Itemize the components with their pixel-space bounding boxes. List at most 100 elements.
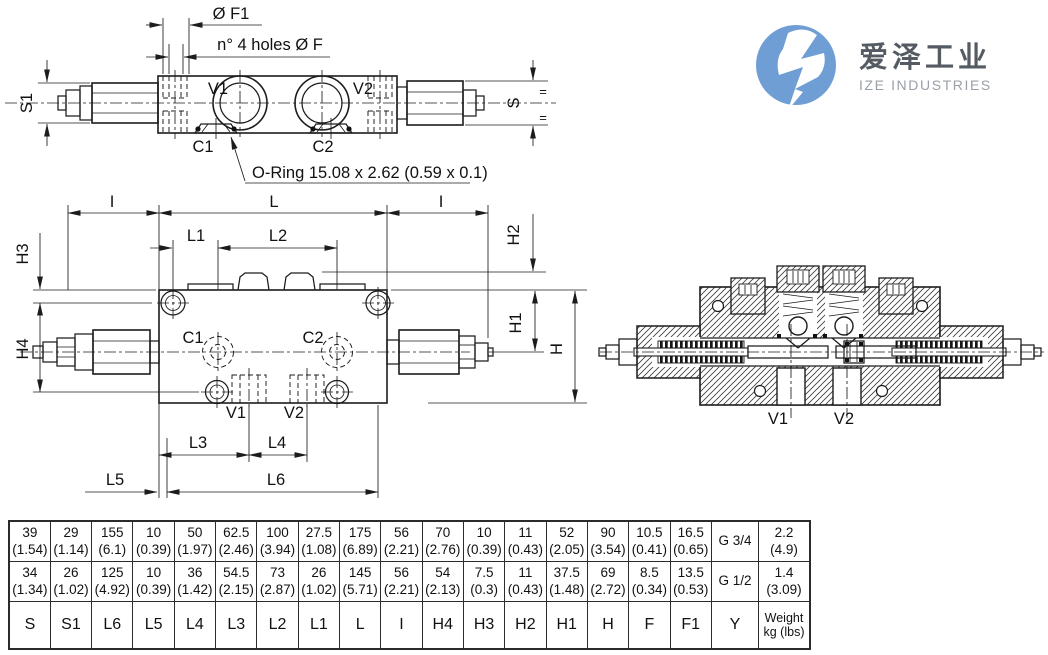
label-v2-section: V2 [834,410,854,428]
label-v1-front: V1 [226,404,246,422]
table-header-cell: Weight kg (lbs) [758,601,811,650]
label-h3: H3 [14,243,32,264]
port-v1-front [231,368,267,409]
table-cell: 2.2 (4.9) [758,520,811,562]
label-v1-top: V1 [208,80,228,98]
table-cell: 10 (0.39) [462,520,506,562]
table-header-cell: H2 [504,601,547,650]
oring-callout: O-Ring 15.08 x 2.62 (0.59 x 0.1) [230,136,488,184]
logo-chinese-name: 爱泽工业 [859,41,992,74]
label-c2-front: C2 [302,329,323,347]
mounting-holes-right [367,70,393,139]
table-cell: G 1/2 [711,561,759,602]
table-header-cell: L3 [215,601,258,650]
technical-drawing: V1 V2 C1 C2 Ø F1 n° 4 holes Ø F S1 S [5,5,1044,498]
table-header-cell: F [628,601,671,650]
port-v2-top [294,70,350,137]
label-v2-top: V2 [353,80,373,98]
table-cell: 1.4 (3.09) [758,561,811,602]
table-cell: 37.5 (1.48) [545,561,588,602]
table-cell: 11 (0.43) [504,520,547,562]
table-cell: 52 (2.05) [545,520,588,562]
table-header-cell: H4 [421,601,464,650]
table-cell: 7.5 (0.3) [462,561,506,602]
table-header-cell: S1 [49,601,93,650]
table-cell: 8.5 (0.34) [628,561,671,602]
table-cell: 54 (2.13) [421,561,464,602]
table-cell: 62.5 (2.46) [215,520,258,562]
table-header-cell: H [586,601,630,650]
label-l4: L4 [268,434,286,452]
label-equal-top: = [539,84,547,99]
label-s: S [505,97,523,108]
table-cell: 50 (1.97) [173,520,217,562]
table-header-cell: L5 [132,601,175,650]
table-cell: 39 (1.54) [8,520,51,562]
label-i-right: I [439,193,444,211]
top-view-body [157,75,398,134]
label-h2: H2 [505,224,523,245]
table-header-cell: F1 [669,601,712,650]
table-cell: 10 (0.39) [132,520,175,562]
screw-hole-bottom-right [321,376,353,408]
dim-h3-h4: H3 H4 [14,233,199,393]
company-logo: 爱泽工业 IZE INDUSTRIES [754,22,992,114]
table-cell: 34 (1.34) [8,561,51,602]
dim-s1: S1 [18,60,90,146]
table-cell: 70 (2.76) [421,520,464,562]
port-c1-front [202,332,234,372]
label-l2: L2 [269,227,287,245]
label-c2-top: C2 [312,138,333,156]
table-header-cell: L1 [297,601,341,650]
label-holes-note: n° 4 holes Ø F [217,36,323,54]
table-cell: 69 (2.72) [586,561,630,602]
table-cell: 11 (0.43) [504,561,547,602]
label-s1: S1 [18,93,36,113]
top-view: V1 V2 C1 C2 Ø F1 n° 4 holes Ø F S1 S [5,5,556,184]
port-v2-front [289,368,325,409]
section-top-plugs [730,265,914,315]
table-cell: 56 (2.21) [380,561,423,602]
table-header-cell: S [8,601,51,650]
screw-hole-top-left [157,287,189,319]
table-header-cell: L6 [91,601,134,650]
table-header-cell: Y [711,601,759,650]
table-cell: 16.5 (0.65) [669,520,712,562]
table-cell: 13.5 (0.53) [669,561,712,602]
logo-mark-icon [756,25,836,110]
label-oring-note: O-Ring 15.08 x 2.62 (0.59 x 0.1) [252,164,488,182]
front-right-cartridge [386,329,494,375]
label-l1: L1 [187,227,205,245]
label-c1-top: C1 [192,138,213,156]
label-v1-section: V1 [768,410,788,428]
table-cell: 125 (4.92) [91,561,134,602]
logo-english-name: IZE INDUSTRIES [859,77,992,94]
section-view: V1 V2 [598,265,1044,428]
label-i-left: I [110,193,115,211]
table-header-cell: L4 [173,601,217,650]
table-cell: 155 (6.1) [91,520,134,562]
screw-hole-bottom-left [201,376,233,408]
front-left-cartridge [32,329,160,375]
port-c2-front [321,332,353,372]
table-cell: 26 (1.02) [297,561,341,602]
dimension-table: 39 (1.54)29 (1.14)155 (6.1)10 (0.39)50 (… [8,520,811,650]
top-view-right-cartridge [396,80,485,126]
label-h: H [548,343,566,355]
dim-f-holes: Ø F1 n° 4 holes Ø F [146,5,330,74]
table-cell: 175 (6.89) [338,520,382,562]
table-cell: 54.5 (2.15) [215,561,258,602]
table-cell: 73 (2.87) [256,561,299,602]
dim-top-row: I L I [67,193,489,338]
dim-s: S = = [465,60,548,146]
table-header-cell: H1 [545,601,588,650]
label-l: L [269,193,278,211]
table-cell: 10 (0.39) [132,561,175,602]
label-equal-bottom: = [539,110,547,125]
table-header-cell: L2 [256,601,299,650]
dim-bottom-rows: L3 L4 L5 L6 [85,403,379,498]
label-v2-front: V2 [284,404,304,422]
table-cell: 56 (2.21) [380,520,423,562]
table-header-cell: L [338,601,382,650]
